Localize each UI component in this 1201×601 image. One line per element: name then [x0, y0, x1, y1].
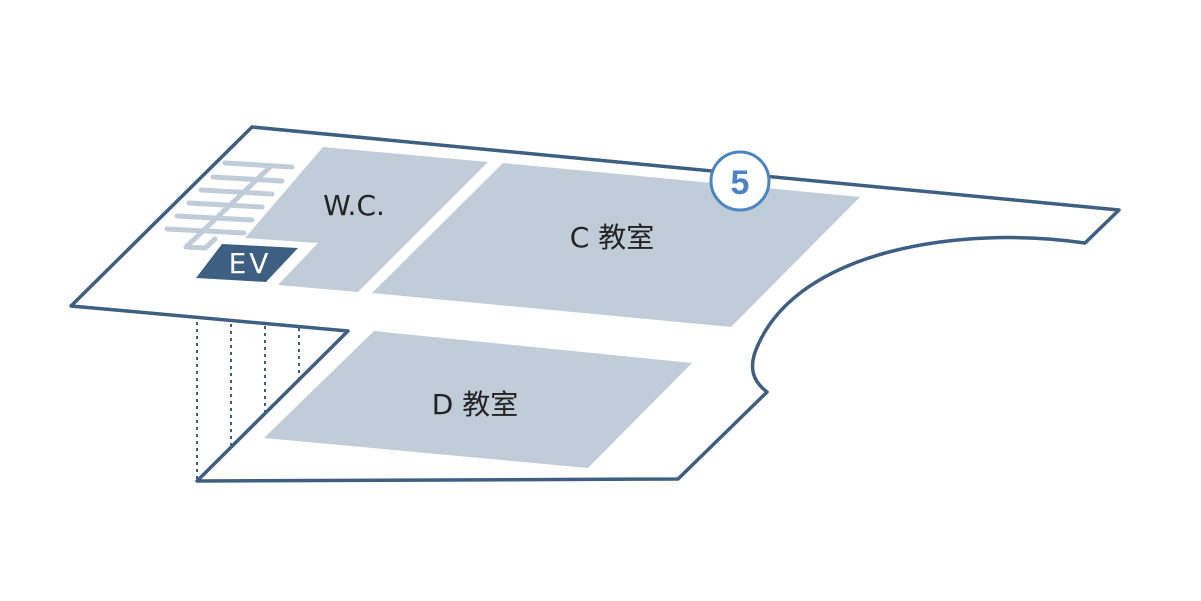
floor-badge: 5	[709, 150, 771, 212]
stairs	[164, 160, 295, 251]
room-c-label: C 教室	[570, 221, 654, 254]
room-d[interactable]	[264, 331, 692, 468]
floor-number: 5	[731, 164, 750, 202]
room-wc[interactable]	[245, 147, 488, 292]
room-wc-label: W.C.	[323, 189, 385, 222]
elevator-label: EV	[229, 247, 272, 280]
room-d-label: D 教室	[432, 388, 518, 421]
elevator[interactable]	[196, 244, 298, 282]
shaft-lines-lower	[196, 482, 300, 598]
